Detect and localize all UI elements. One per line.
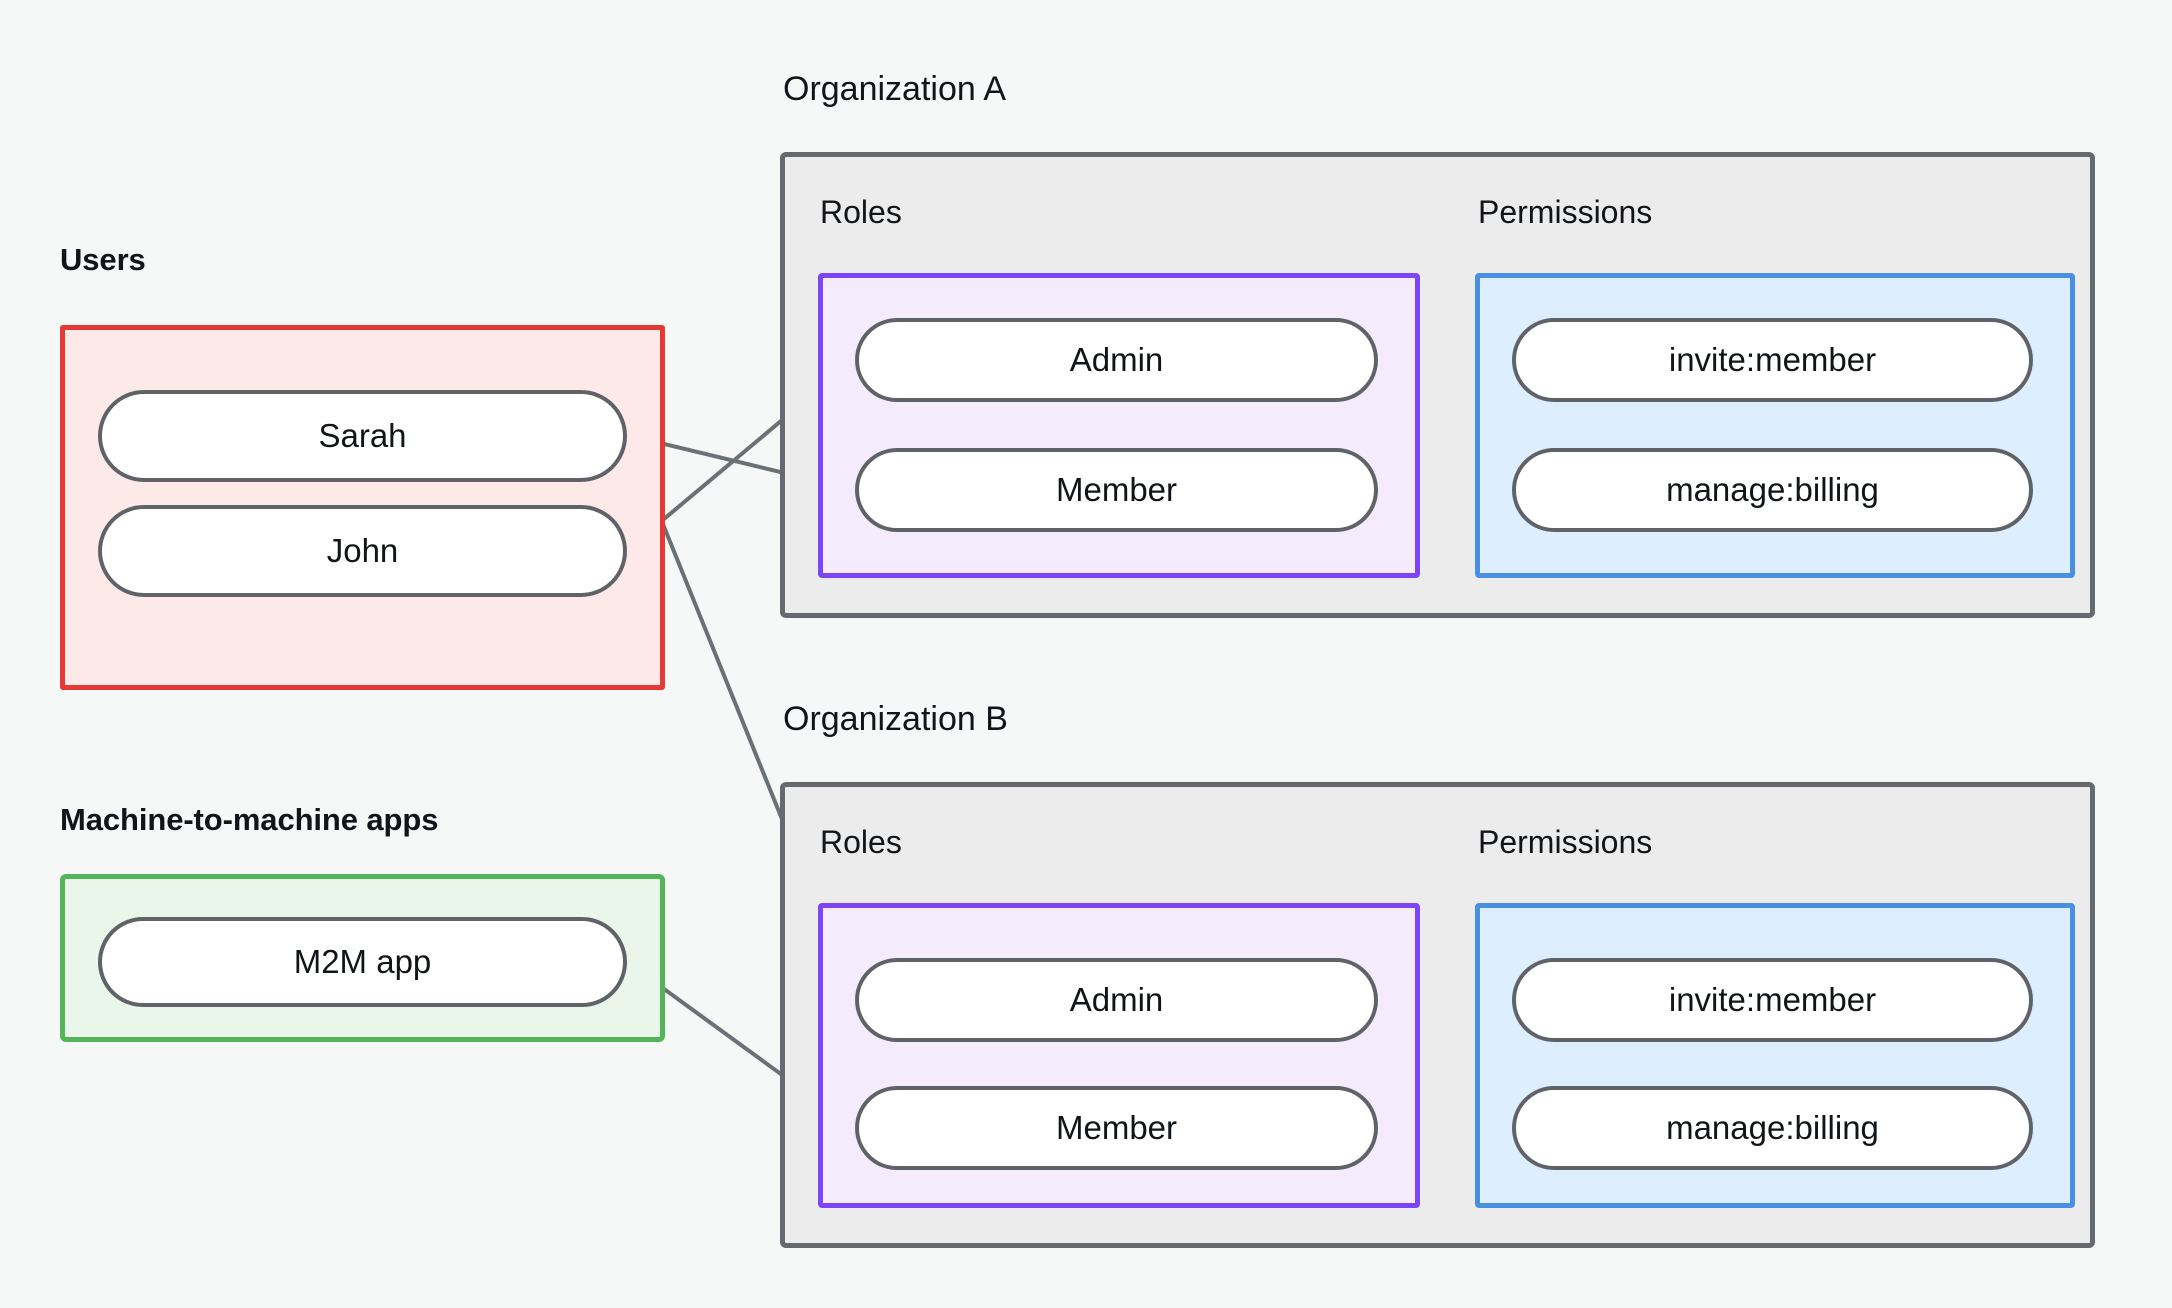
node-org-b-role-member[interactable]: Member — [855, 1086, 1378, 1170]
node-org-a-perm-invite-member[interactable]: invite:member — [1512, 318, 2033, 402]
org-a-permissions-label: Permissions — [1478, 194, 1653, 230]
node-user-john[interactable]: John — [98, 505, 627, 597]
node-org-a-perm-manage-billing[interactable]: manage:billing — [1512, 448, 2033, 532]
org-b-roles-label: Roles — [820, 824, 902, 860]
org-b-permissions-label: Permissions — [1478, 824, 1653, 860]
org-a-roles-label: Roles — [820, 194, 902, 230]
org-b-label: Organization B — [783, 700, 1008, 738]
node-org-a-role-admin[interactable]: Admin — [855, 318, 1378, 402]
node-org-a-role-member[interactable]: Member — [855, 448, 1378, 532]
users-group-label: Users — [60, 242, 146, 277]
node-user-sarah[interactable]: Sarah — [98, 390, 627, 482]
node-org-b-perm-invite-member[interactable]: invite:member — [1512, 958, 2033, 1042]
node-org-b-role-admin[interactable]: Admin — [855, 958, 1378, 1042]
m2m-group-label: Machine-to-machine apps — [60, 802, 439, 837]
org-a-label: Organization A — [783, 70, 1007, 108]
node-org-b-perm-manage-billing[interactable]: manage:billing — [1512, 1086, 2033, 1170]
node-m2m-app[interactable]: M2M app — [98, 917, 627, 1007]
